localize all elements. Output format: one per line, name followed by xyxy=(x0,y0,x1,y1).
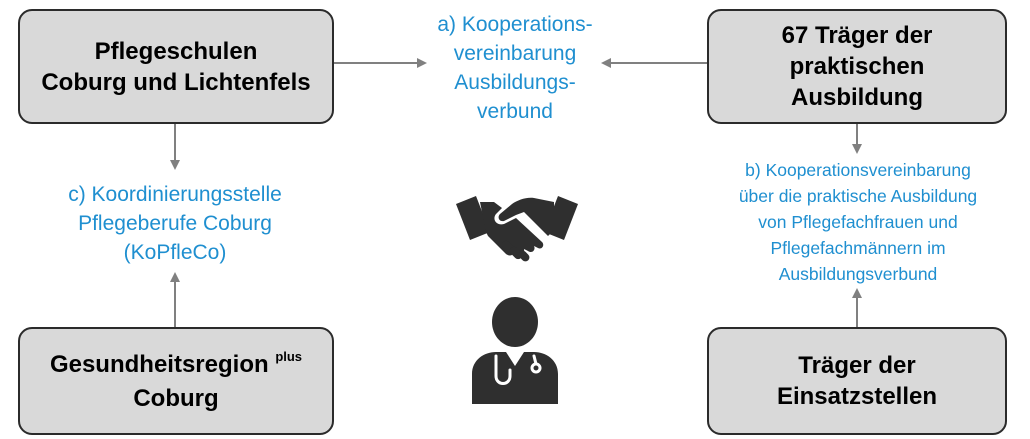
label-a-line4: verbund xyxy=(477,100,553,123)
label-b-line1: b) Kooperationsvereinbarung xyxy=(745,160,971,180)
label-b-line5: Ausbildungsverbund xyxy=(778,264,938,284)
node-einsatz-line1: Träger der xyxy=(798,352,916,379)
node-pflegeschulen-line1: Pflegeschulen xyxy=(94,37,258,65)
label-c-line1: c) Koordinierungsstelle xyxy=(68,183,282,206)
label-a-kooperationsvereinbarung: a) Kooperations- vereinbarung Ausbildung… xyxy=(412,10,618,126)
label-a-line3: Ausbildungs- xyxy=(454,71,576,94)
label-b-line4: Pflegefachmännern im xyxy=(770,238,946,258)
doctor-icon xyxy=(472,297,558,404)
node-gesundheitsregion-text: Gesundheitsregion xyxy=(49,350,269,378)
node-pflegeschulen: Pflegeschulen Coburg und Lichtenfels xyxy=(18,9,334,124)
label-c-line2: Pflegeberufe Coburg xyxy=(78,212,272,235)
node-einsatz-line2: Einsatzstellen xyxy=(776,383,938,410)
node-pflegeschulen-line2: Coburg und Lichtenfels xyxy=(41,68,311,96)
handshake-icon xyxy=(456,196,578,262)
label-c-koordinierungsstelle: c) Koordinierungsstelle Pflegeberufe Cob… xyxy=(40,180,310,267)
label-a-line2: vereinbarung xyxy=(453,42,577,65)
node-traeger-einsatzstellen: Träger der Einsatzstellen xyxy=(707,327,1007,435)
node-gesundheitsregion: Gesundheitsregion plus Coburg xyxy=(18,327,334,435)
node-gesundheitsregion-superscript: plus xyxy=(275,348,303,364)
node-traeger-line1: 67 Träger der xyxy=(781,22,933,49)
label-b-line3: von Pflegefachfrauen und xyxy=(758,212,958,232)
label-c-line3: (KoPfleCo) xyxy=(123,241,227,264)
node-gesundheitsregion-line2: Coburg xyxy=(133,384,219,412)
node-traeger-line3: Ausbildung xyxy=(791,84,923,111)
node-gesundheitsregion-line1: Gesundheitsregion plus xyxy=(50,349,302,383)
node-traeger-praktische-ausbildung: 67 Träger der praktischen Ausbildung xyxy=(707,9,1007,124)
label-a-line1: a) Kooperations- xyxy=(437,13,593,36)
label-b-line2: über die praktische Ausbildung xyxy=(738,186,978,206)
node-traeger-line2: praktischen xyxy=(789,53,925,80)
label-b-kooperationsvereinbarung: b) Kooperationsvereinbarung über die pra… xyxy=(697,157,1019,287)
